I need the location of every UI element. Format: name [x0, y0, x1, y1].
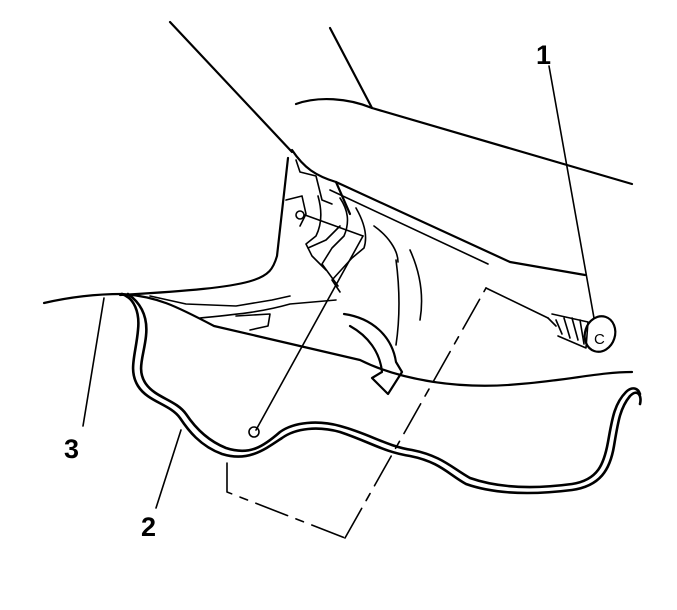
console-panel	[168, 20, 634, 277]
curved-arrow-icon	[342, 312, 404, 396]
push-pin-retainer-icon: C	[547, 313, 617, 353]
alignment-leader	[255, 235, 364, 431]
trim-panel	[120, 292, 642, 495]
fastener-letter: C	[594, 331, 605, 348]
floor-edge	[42, 292, 634, 387]
callout-leaders	[82, 65, 595, 509]
callout-2: 2	[141, 512, 156, 542]
mounting-bracket	[118, 156, 423, 346]
detail-outline	[226, 287, 549, 539]
callout-3: 3	[64, 434, 79, 464]
callout-1: 1	[536, 40, 551, 70]
